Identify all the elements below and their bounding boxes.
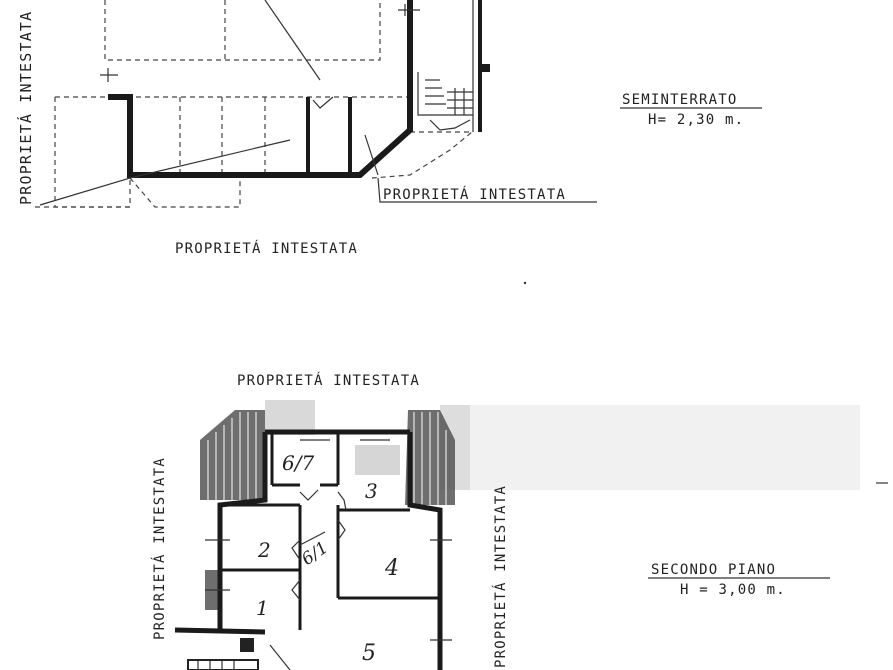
label-proprieta-left-second: PROPRIETÁ INTESTATA: [151, 457, 168, 640]
room-number-4: 4: [384, 556, 399, 581]
label-proprieta-right-second: PROPRIETÁ INTESTATA: [492, 485, 509, 668]
hatched-balcony-left: [200, 410, 265, 500]
room-number-6-1: 6/1: [298, 538, 332, 570]
stair-icon: [417, 64, 490, 131]
label-proprieta-left-top: PROPRIETÁ INTESTATA: [16, 11, 35, 205]
floor-title-secondo-piano: SECONDO PIANO H = 3,00 m.: [648, 562, 830, 598]
basement-plan: [35, 0, 597, 208]
floor-height-seminterrato: H= 2,30 m.: [648, 112, 744, 128]
floor-height-secondo-piano: H = 3,00 m.: [680, 582, 786, 598]
hatched-balcony-right: [405, 410, 455, 505]
room-number-6-7: 6/7: [282, 451, 314, 475]
room-number-5: 5: [362, 641, 376, 666]
floor-name-seminterrato: SEMINTERRATO: [622, 92, 738, 108]
label-proprieta-above-second: PROPRIETÁ INTESTATA: [237, 372, 420, 389]
label-proprieta-below-basement: PROPRIETÁ INTESTATA: [175, 240, 358, 257]
label-proprieta-basement-right: PROPRIETÁ INTESTATA: [383, 186, 566, 203]
room-number-1: 1: [256, 596, 269, 620]
floor-title-seminterrato: SEMINTERRATO H= 2,30 m.: [620, 92, 762, 128]
entrance-icon: [187, 638, 291, 670]
room-number-3: 3: [365, 479, 378, 503]
room-number-2: 2: [257, 538, 271, 562]
second-floor-plan: [174, 400, 860, 670]
floor-name-secondo-piano: SECONDO PIANO: [651, 562, 776, 578]
